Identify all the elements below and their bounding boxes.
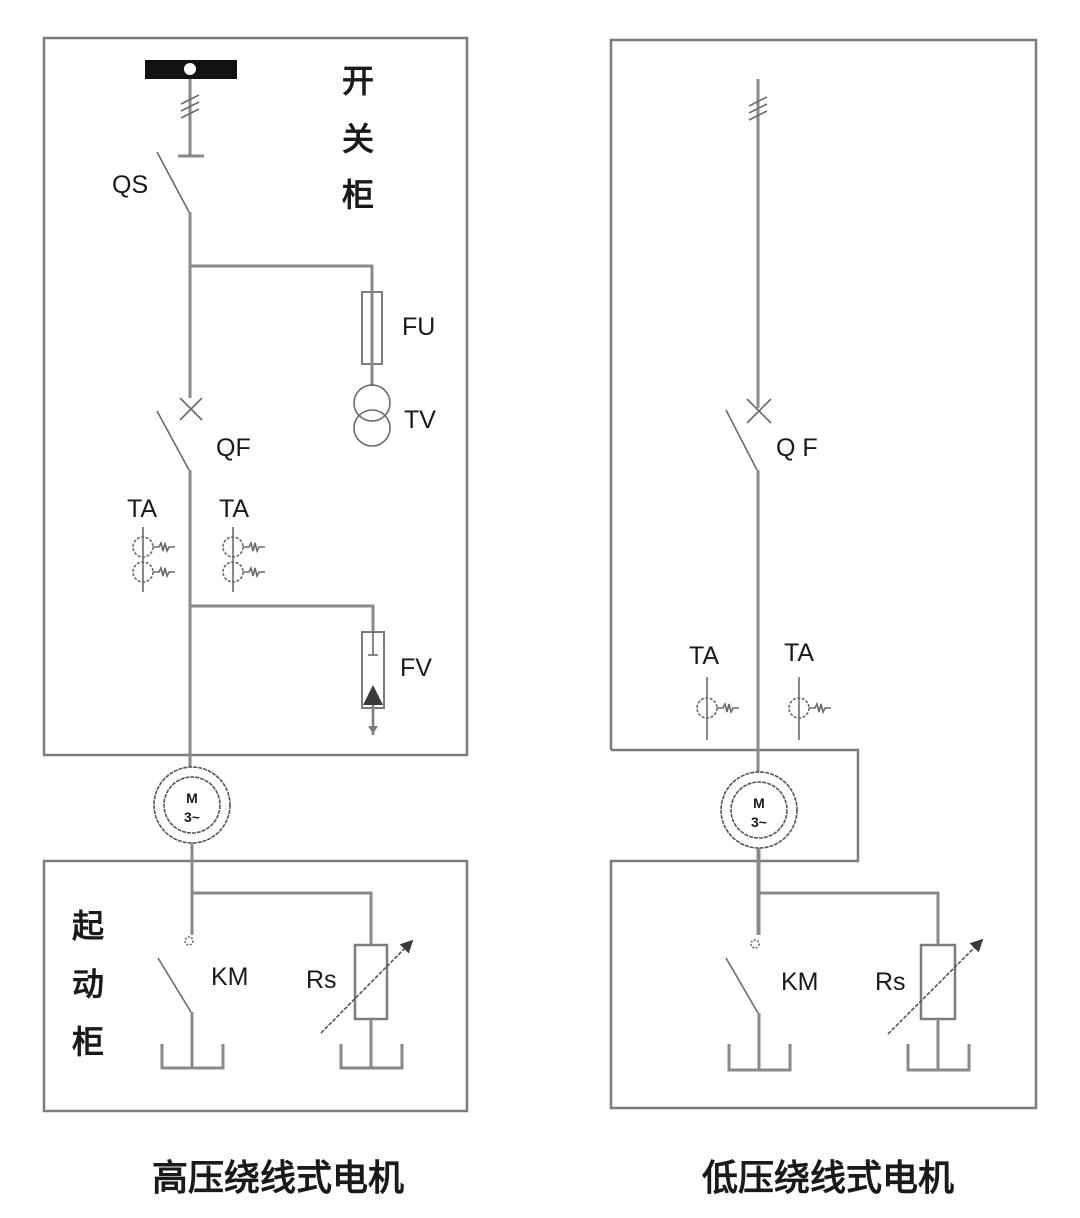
ground-tray-icon <box>339 1044 404 1070</box>
busbar-icon <box>145 60 237 79</box>
contactor-switch-icon <box>725 957 759 1014</box>
variable-resistor-icon <box>320 939 414 1034</box>
voltage-transformer-icon <box>353 384 391 447</box>
variable-resistor-icon <box>887 938 984 1035</box>
lv-qf-label: Q F <box>776 434 818 462</box>
contactor-contact-icon <box>184 936 194 946</box>
contactor-contact-icon <box>750 939 760 949</box>
breaker-cross-icon <box>179 397 203 421</box>
rs-label: Rs <box>306 966 337 994</box>
lv-ta-left-label: TA <box>689 642 719 670</box>
three-phase-mark-icon <box>748 96 768 121</box>
hv-starting-cabinet-frame <box>42 859 469 1113</box>
hv-diagram: QS FU TV QF TA TA <box>42 36 469 1199</box>
lv-motor-label-phase: 3~ <box>751 814 767 830</box>
lv-ta-right-label: TA <box>784 639 814 667</box>
ground-tray-icon <box>906 1044 971 1072</box>
breaker-switch-icon <box>725 409 758 471</box>
tv-label: TV <box>404 406 436 434</box>
lv-caption: 低压绕线式电机 <box>702 1158 954 1199</box>
starting-label-2: 动 <box>72 965 104 1003</box>
current-transformer-left-icon <box>132 527 175 592</box>
ta-right-label: TA <box>219 495 249 523</box>
surge-arrester-icon <box>361 631 385 735</box>
ground-tray-icon <box>727 1044 792 1072</box>
current-transformer-left-icon <box>696 677 739 740</box>
current-transformer-right-icon <box>788 677 831 740</box>
disconnector-switch-icon <box>156 151 190 213</box>
lv-diagram: Q F TA TA M 3~ KM <box>609 38 1038 1199</box>
breaker-cross-icon <box>746 398 772 424</box>
three-phase-mark-icon <box>180 94 200 119</box>
fu-label: FU <box>402 313 435 341</box>
motor-label-phase: 3~ <box>184 809 200 825</box>
motor-icon <box>153 766 231 844</box>
breaker-switch-icon <box>156 410 190 471</box>
lv-motor-label-m: M <box>753 795 765 811</box>
lv-rs-label: Rs <box>875 968 906 996</box>
motor-label-m: M <box>186 790 198 806</box>
switchgear-label-2: 关 <box>342 120 374 158</box>
motor-icon <box>720 771 798 849</box>
ground-tray-icon <box>160 1044 225 1070</box>
hv-caption: 高压绕线式电机 <box>152 1158 404 1199</box>
starting-label-1: 起 <box>72 907 105 945</box>
fv-label: FV <box>400 654 432 682</box>
lv-cabinet-frame <box>609 38 1038 1110</box>
ta-left-label: TA <box>127 495 157 523</box>
switchgear-label-1: 开 <box>342 62 374 100</box>
qs-label: QS <box>112 171 148 199</box>
current-transformer-right-icon <box>222 527 265 592</box>
contactor-switch-icon <box>157 957 192 1013</box>
km-label: KM <box>211 963 249 991</box>
starting-label-3: 柜 <box>72 1023 104 1061</box>
lv-km-label: KM <box>781 968 819 996</box>
hv-switchgear-cabinet-frame <box>42 36 469 757</box>
qf-label: QF <box>216 434 251 462</box>
switchgear-label-3: 柜 <box>342 176 374 214</box>
